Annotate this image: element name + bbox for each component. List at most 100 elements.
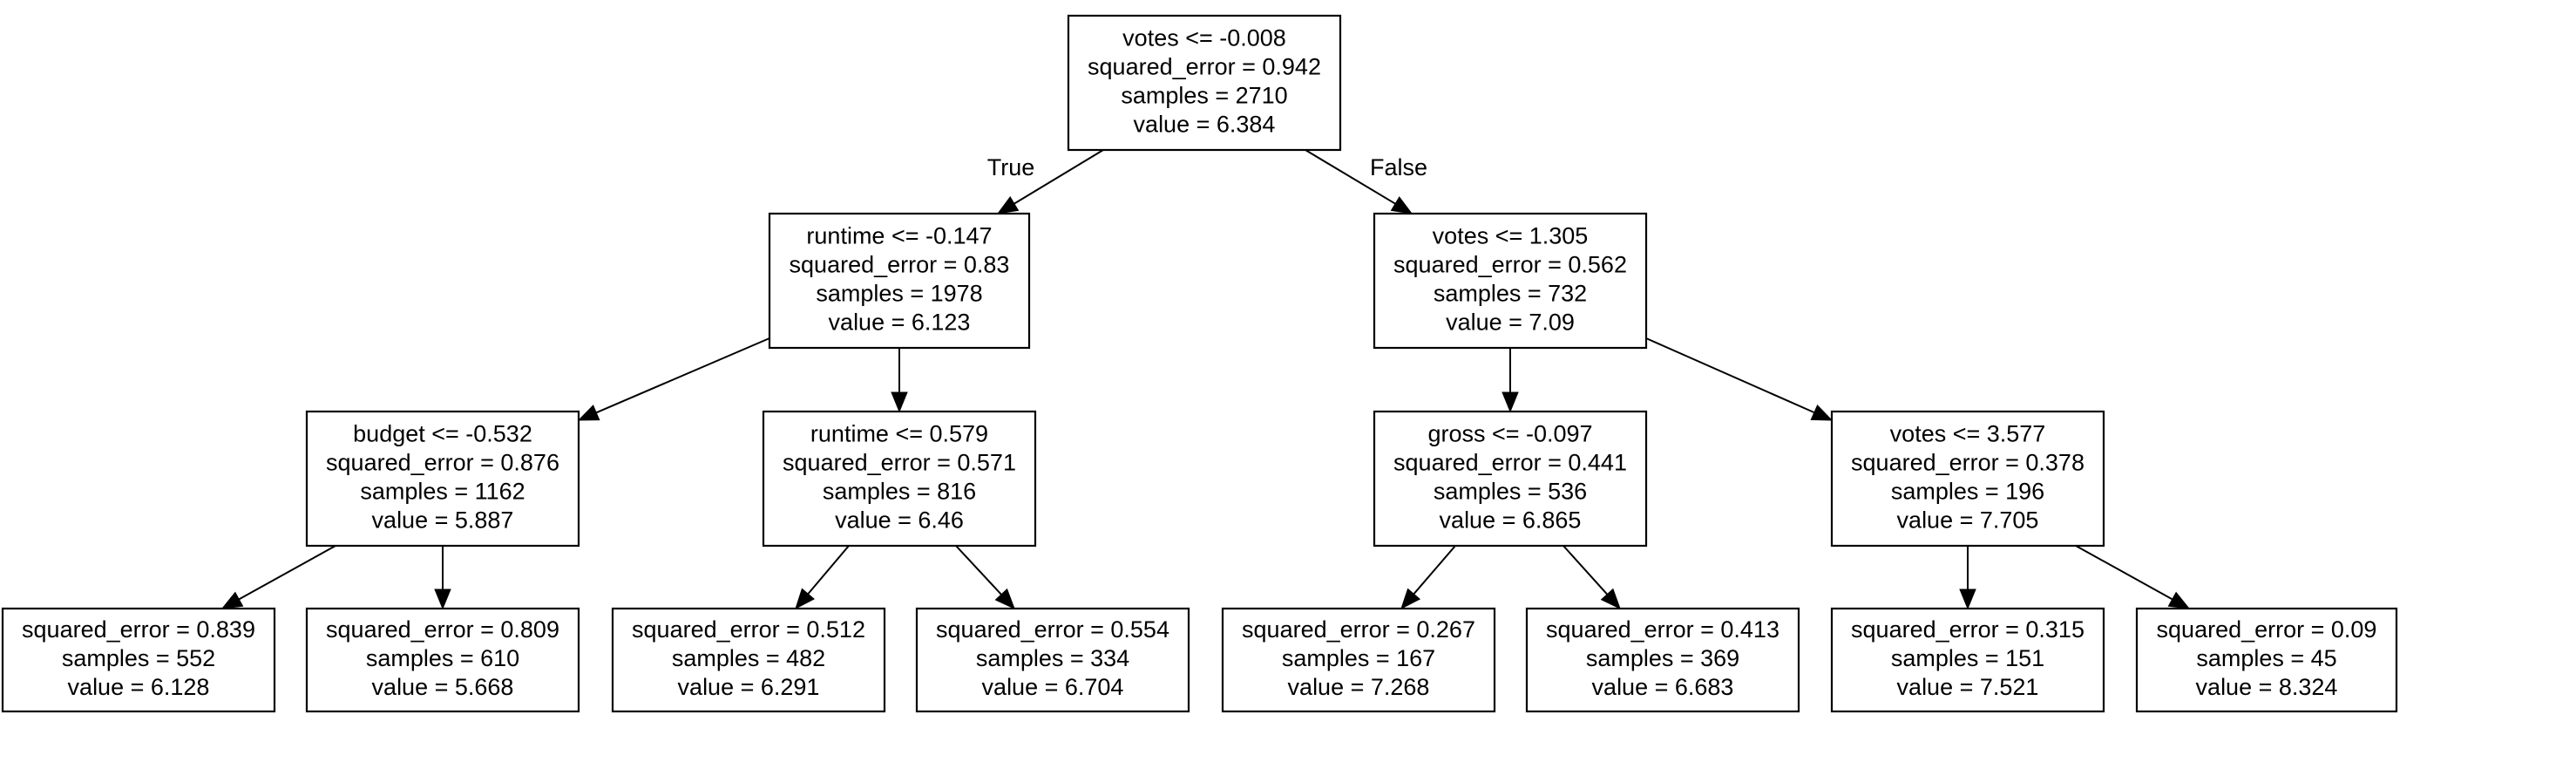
edge-n5-n12 xyxy=(1563,545,1621,609)
node-line: value = 5.887 xyxy=(372,507,514,534)
node-line: votes <= 1.305 xyxy=(1433,223,1589,249)
arrowhead-icon xyxy=(434,589,451,610)
node-line: squared_error = 0.267 xyxy=(1242,616,1475,643)
node-line: squared_error = 0.562 xyxy=(1393,252,1627,278)
node-line: squared_error = 0.571 xyxy=(783,450,1016,476)
node-box xyxy=(1373,212,1648,350)
node-line: votes <= -0.008 xyxy=(1122,25,1286,51)
edge-n2-n5 xyxy=(1502,348,1519,413)
arrowhead-icon xyxy=(1959,589,1976,610)
node-line: squared_error = 0.876 xyxy=(326,450,559,476)
arrowhead-icon xyxy=(891,391,908,413)
node-line: samples = 552 xyxy=(62,645,215,671)
arrowhead-icon xyxy=(1502,391,1519,413)
arrowhead-icon xyxy=(220,591,244,609)
node-box xyxy=(2135,607,2398,713)
edge-line xyxy=(238,545,336,601)
node-line: samples = 45 xyxy=(2196,645,2336,671)
arrowhead-icon xyxy=(994,588,1015,609)
node-box xyxy=(1525,607,1800,713)
edge-line xyxy=(1013,149,1104,205)
node-line: samples = 1978 xyxy=(816,281,982,307)
tree-node-n3: budget <= -0.532 squared_error = 0.876 sam… xyxy=(305,410,580,548)
node-line: value = 5.668 xyxy=(372,674,514,700)
arrowhead-icon xyxy=(1400,588,1421,610)
arrowhead-icon xyxy=(1600,588,1621,609)
node-line: samples = 334 xyxy=(976,645,1129,671)
edge-label-false: False xyxy=(1370,154,1427,180)
arrowhead-icon xyxy=(1390,196,1413,214)
node-box xyxy=(305,410,580,548)
node-line: samples = 1162 xyxy=(360,479,525,505)
node-line: value = 6.384 xyxy=(1134,112,1276,138)
node-box xyxy=(1067,14,1342,152)
node-line: samples = 816 xyxy=(823,479,976,505)
edge-n1-n4 xyxy=(891,348,908,413)
edge-label-true: True xyxy=(987,154,1035,180)
node-line: value = 7.521 xyxy=(1897,674,2039,700)
node-line: gross <= -0.097 xyxy=(1427,421,1592,447)
edge-line xyxy=(595,337,770,414)
node-box xyxy=(305,607,580,713)
node-line: value = 7.268 xyxy=(1288,674,1430,700)
edge-line xyxy=(1563,545,1608,595)
node-line: squared_error = 0.315 xyxy=(1851,616,2085,643)
edge-n5-n11 xyxy=(1400,545,1456,610)
node-line: samples = 610 xyxy=(366,645,519,671)
node-line: squared_error = 0.839 xyxy=(22,616,255,643)
arrowhead-icon xyxy=(795,588,815,610)
node-box xyxy=(611,607,886,713)
tree-node-n1: runtime <= -0.147 squared_error = 0.83 sam… xyxy=(768,212,1031,350)
node-line: runtime <= -0.147 xyxy=(806,223,992,249)
edge-line xyxy=(1305,149,1396,205)
node-line: value = 6.46 xyxy=(835,507,964,534)
edge-line xyxy=(1645,337,1815,414)
node-line: value = 6.128 xyxy=(68,674,210,700)
node-box xyxy=(1221,607,1496,713)
node-line: votes <= 3.577 xyxy=(1890,421,2046,447)
node-line: budget <= -0.532 xyxy=(353,421,532,447)
node-line: value = 8.324 xyxy=(2196,674,2338,700)
arrowhead-icon xyxy=(2167,591,2191,609)
edge-n3-n7 xyxy=(220,545,336,609)
node-line: squared_error = 0.441 xyxy=(1393,450,1627,476)
node-box xyxy=(1373,410,1648,548)
edge-line xyxy=(807,545,850,595)
edge-line xyxy=(2075,545,2173,601)
node-line: squared_error = 0.942 xyxy=(1088,54,1321,80)
node-line: squared_error = 0.09 xyxy=(2157,616,2377,643)
node-line: samples = 196 xyxy=(1891,479,2044,505)
node-line: squared_error = 0.413 xyxy=(1546,616,1779,643)
node-line: samples = 151 xyxy=(1891,645,2044,671)
node-line: value = 6.865 xyxy=(1440,507,1582,534)
node-line: samples = 369 xyxy=(1586,645,1739,671)
node-line: squared_error = 0.83 xyxy=(790,252,1010,278)
edge-n0-n1: True xyxy=(987,149,1104,214)
tree-node-n2: votes <= 1.305 squared_error = 0.562 sampl… xyxy=(1373,212,1648,350)
node-line: samples = 2710 xyxy=(1121,83,1287,109)
node-line: samples = 482 xyxy=(672,645,825,671)
edge-n2-n6 xyxy=(1645,337,1834,421)
arrowhead-icon xyxy=(1810,405,1834,421)
node-line: squared_error = 0.512 xyxy=(632,616,865,643)
node-box xyxy=(768,212,1031,350)
arrowhead-icon xyxy=(996,196,1020,214)
edge-line xyxy=(955,545,1002,595)
arrowhead-icon xyxy=(577,405,600,421)
node-line: squared_error = 0.378 xyxy=(1851,450,2085,476)
node-line: samples = 732 xyxy=(1434,281,1587,307)
node-line: value = 6.291 xyxy=(678,674,820,700)
node-box xyxy=(1830,607,2105,713)
edge-line xyxy=(1413,545,1456,595)
node-line: value = 6.704 xyxy=(982,674,1124,700)
edge-n4-n10 xyxy=(955,545,1015,609)
edge-n6-n14 xyxy=(2075,545,2191,609)
